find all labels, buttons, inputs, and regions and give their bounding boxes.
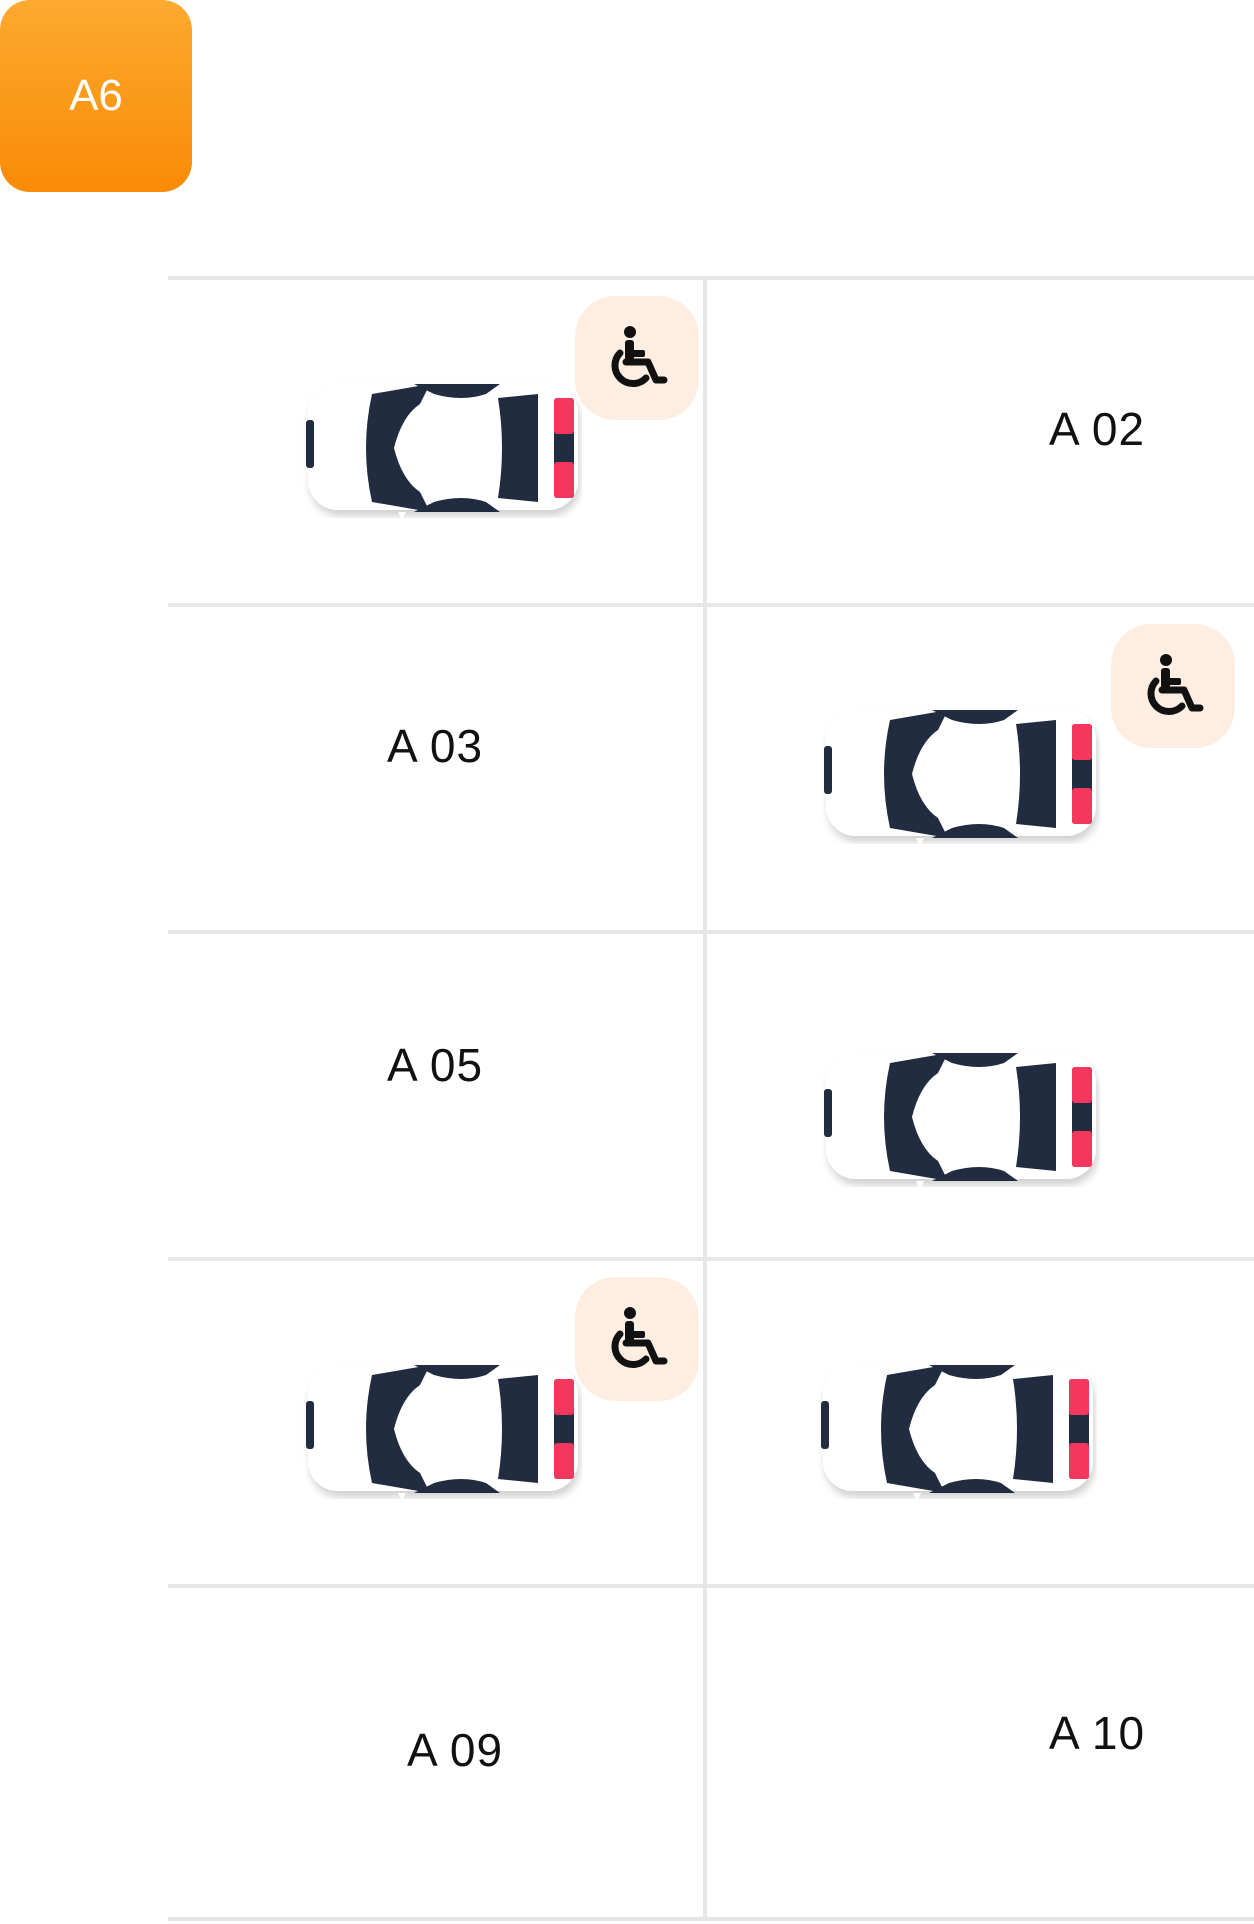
car-top-view-icon <box>817 1359 1097 1499</box>
wheelchair-icon <box>575 1277 699 1401</box>
lot-divider <box>168 1584 1254 1588</box>
lot-divider <box>168 930 1254 934</box>
spot-label: A 03 <box>386 720 484 772</box>
parking-spot-a03[interactable]: A 03 <box>168 607 703 930</box>
lot-divider <box>168 1257 1254 1261</box>
lot-divider <box>168 1917 1254 1921</box>
lot-divider <box>168 603 1254 607</box>
parking-spot-a04[interactable] <box>707 607 1254 930</box>
spot-label: A 05 <box>386 1039 484 1091</box>
parking-spot-a01[interactable] <box>168 280 703 603</box>
wheelchair-icon <box>575 296 699 420</box>
zone-label: A6 <box>69 71 123 120</box>
parking-lot-grid: A 02 A 03 A 05 <box>168 276 1254 1921</box>
parking-spot-a06[interactable] <box>707 934 1254 1257</box>
car-top-view-icon <box>820 704 1100 844</box>
parking-spot-a02[interactable]: A 02 <box>707 280 1254 603</box>
zone-badge[interactable]: A6 <box>0 0 192 192</box>
spot-label: A 02 <box>1048 403 1146 455</box>
lot-center-divider <box>703 276 707 1921</box>
parking-spot-a09[interactable]: A 09 <box>168 1588 703 1917</box>
parking-spot-a10[interactable]: A 10 <box>707 1588 1254 1917</box>
spot-label: A 09 <box>406 1724 504 1776</box>
spot-label: A 10 <box>1048 1707 1146 1759</box>
lot-divider <box>168 276 1254 280</box>
parking-spot-a08[interactable] <box>707 1261 1254 1584</box>
car-top-view-icon <box>820 1047 1100 1187</box>
parking-spot-a05[interactable]: A 05 <box>168 934 703 1257</box>
parking-spot-a07[interactable] <box>168 1261 703 1584</box>
wheelchair-icon <box>1111 624 1235 748</box>
car-top-view-icon <box>302 378 582 518</box>
car-top-view-icon <box>302 1359 582 1499</box>
